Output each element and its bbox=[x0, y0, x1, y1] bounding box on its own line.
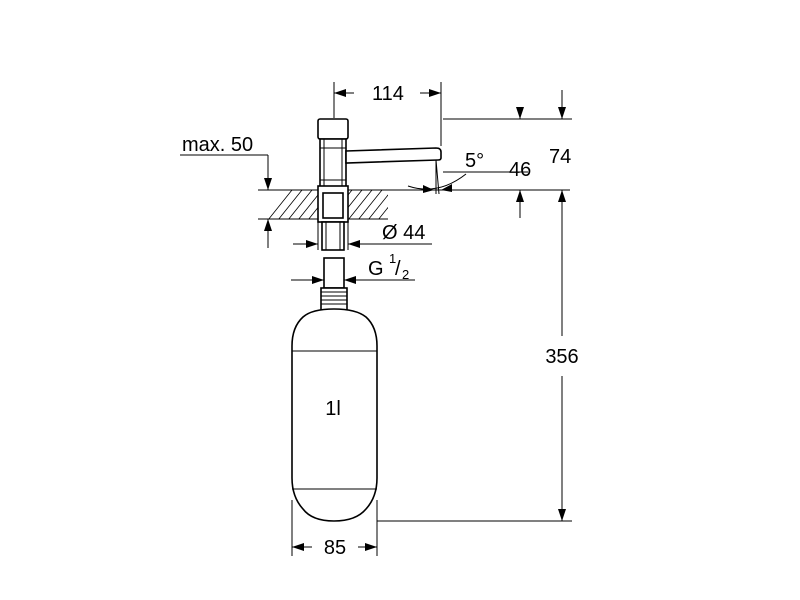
shank bbox=[317, 185, 349, 251]
bottle-assembly: 1l bbox=[291, 257, 378, 522]
dispenser-head bbox=[317, 118, 442, 191]
total-length-label: 356 bbox=[545, 346, 578, 368]
hole-diameter-label: Ø 44 bbox=[382, 222, 425, 244]
thread-slash-label: / bbox=[395, 258, 401, 280]
dimension-114: 114 bbox=[333, 82, 442, 146]
head-height-label: 74 bbox=[549, 146, 571, 168]
thread-prefix-label: G bbox=[368, 258, 384, 280]
thread-numerator-label: 1 bbox=[389, 251, 396, 266]
bottle-diameter-label: 85 bbox=[324, 537, 346, 559]
dimension-angle: 5° bbox=[407, 150, 484, 195]
dimension-max-50: max. 50 bbox=[180, 134, 272, 248]
pump-button bbox=[317, 118, 349, 140]
spout bbox=[345, 147, 442, 164]
dimension-thread: G 1 / 2 bbox=[291, 251, 415, 285]
bottle-cap bbox=[320, 287, 348, 311]
spout-angle-label: 5° bbox=[465, 150, 484, 172]
bottle-capacity-label: 1l bbox=[325, 398, 341, 420]
shank-inner bbox=[322, 192, 344, 219]
dimension-85: 85 bbox=[291, 500, 378, 559]
counter-thickness-label: max. 50 bbox=[182, 134, 253, 156]
dimension-74: 74 bbox=[445, 90, 572, 168]
bottle-neck bbox=[323, 257, 345, 289]
shank-tube bbox=[321, 221, 345, 251]
dimension-46: 46 bbox=[443, 107, 531, 218]
spout-height-label: 46 bbox=[509, 159, 531, 181]
spout-length-label: 114 bbox=[372, 83, 404, 105]
dimension-diameter-44: Ø 44 bbox=[293, 222, 432, 250]
thread-denominator-label: 2 bbox=[402, 267, 409, 282]
dimension-356: 356 bbox=[377, 190, 579, 522]
bottle bbox=[291, 308, 378, 522]
